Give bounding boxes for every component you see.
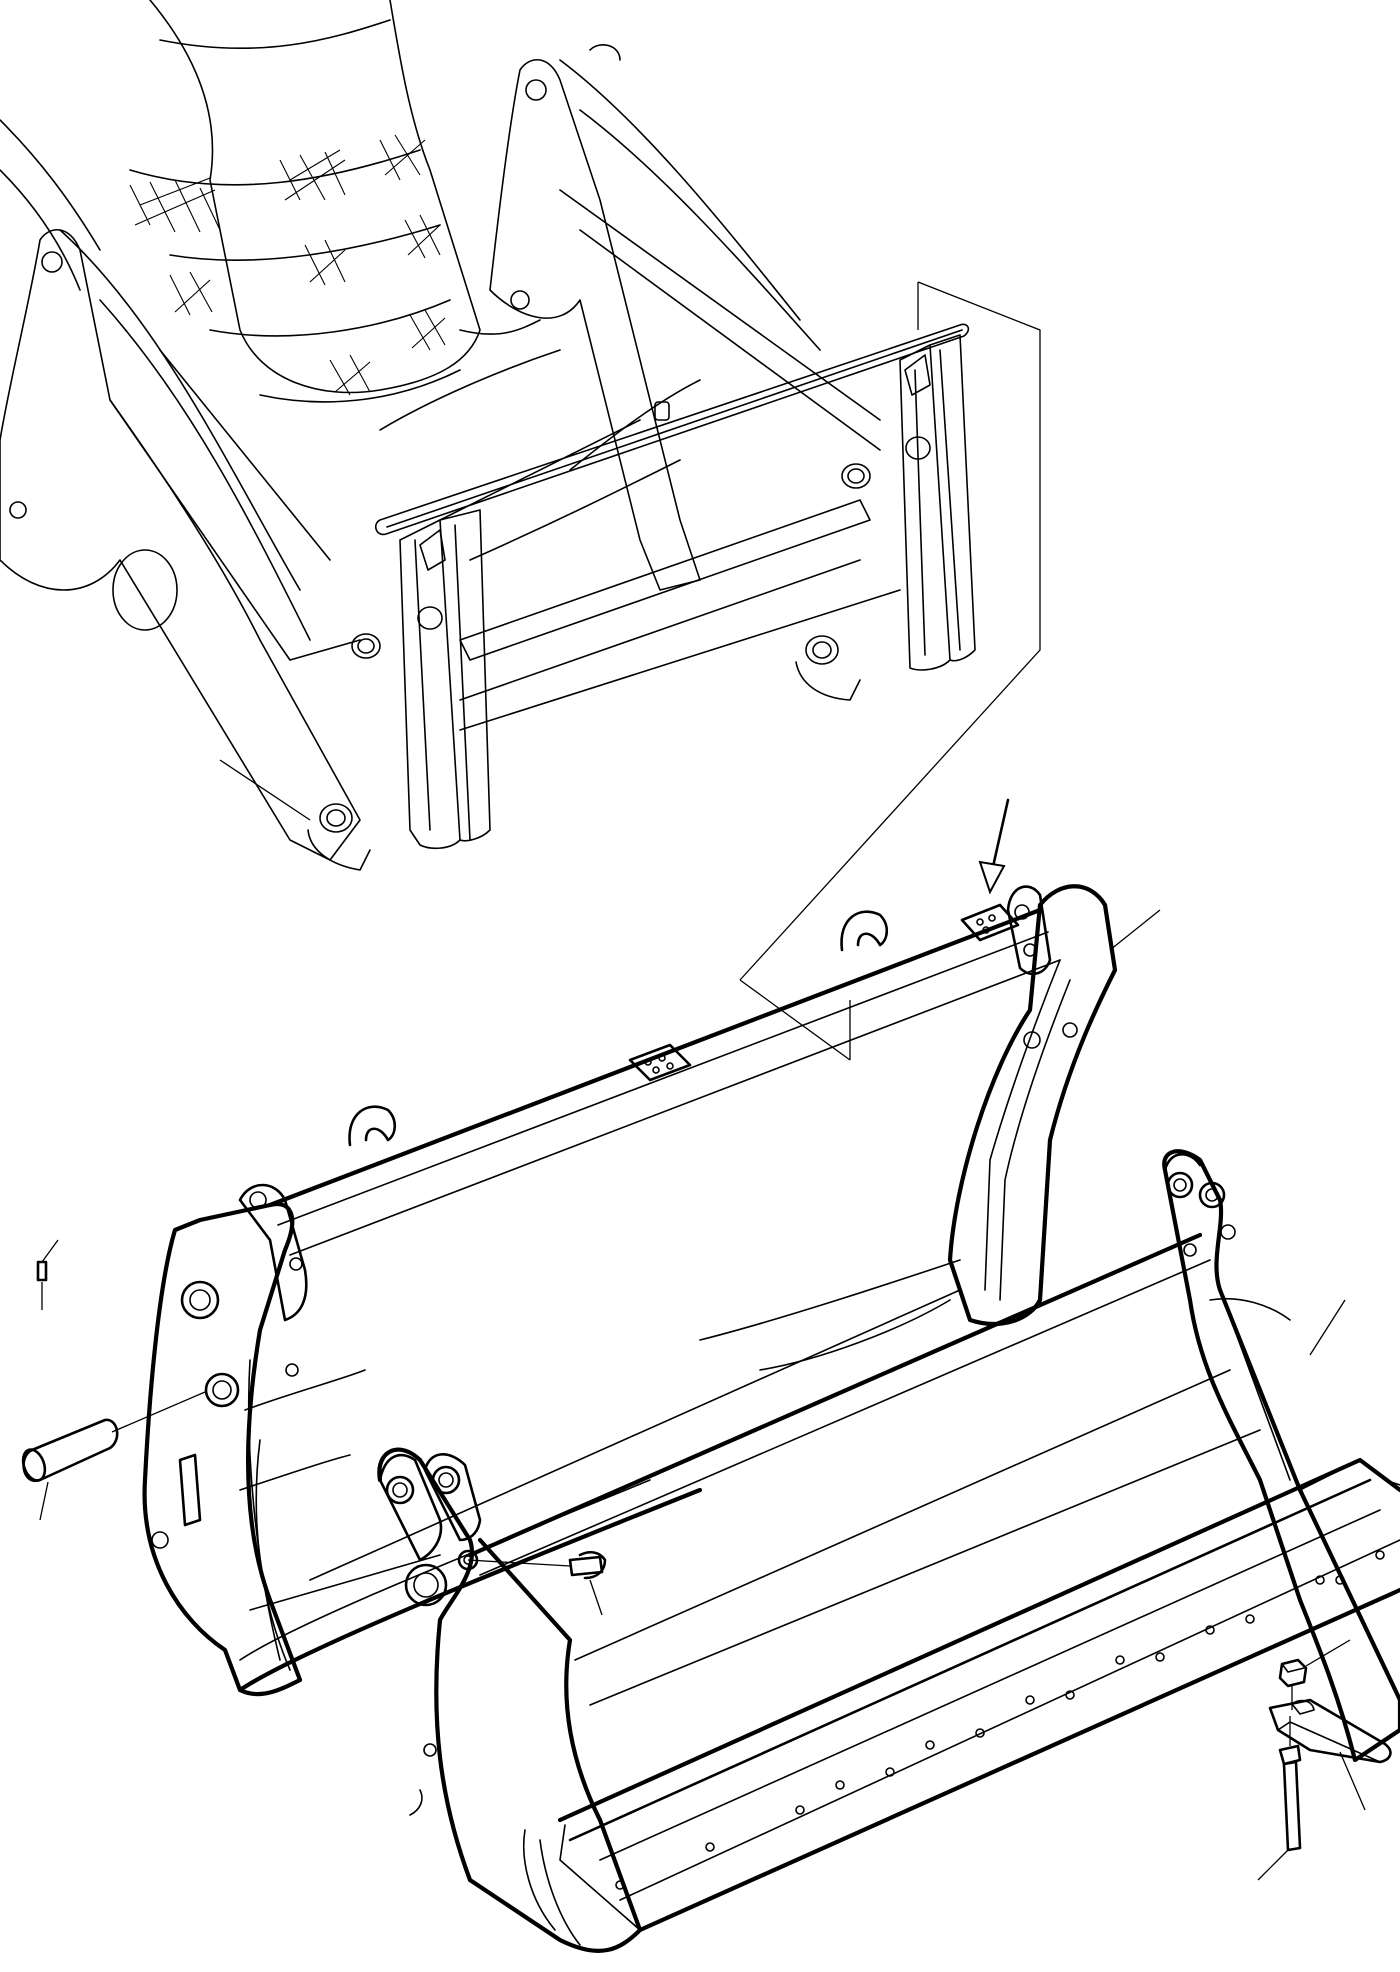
rear-hook-right [840, 910, 889, 952]
tooth-bolt [1278, 1744, 1302, 1766]
rear-hook-left [348, 1105, 397, 1147]
cutting-edge-bolt-holes [615, 1550, 1385, 1890]
rear-bucket-bottom [237, 1487, 703, 1693]
rear-bucket-left-side [142, 1201, 303, 1697]
left-lift-arm [0, 228, 361, 861]
machine-hood [149, 0, 481, 394]
roll-pin [36, 1260, 48, 1282]
rear-pad-right [960, 903, 1020, 942]
pivot-pin-set [21, 1239, 206, 1521]
detail-view-lines [219, 281, 1041, 1061]
rear-bucket-top-tube [267, 907, 1043, 1208]
bucket-tooth [1268, 1698, 1392, 1764]
coupler-lower-bar [459, 499, 871, 661]
rear-bucket [142, 798, 1161, 1697]
front-bucket-left-side [377, 1447, 643, 1953]
pivot-pin [22, 1418, 119, 1483]
tooth-nut [1278, 1658, 1308, 1688]
rear-pad-center [628, 1043, 692, 1082]
front-bucket-cutting-edge [557, 1457, 1400, 1823]
loader-arms-assembly [0, 0, 976, 871]
coupler-top-bar [374, 323, 970, 536]
grease-nipple [467, 1550, 607, 1616]
front-bucket [377, 1149, 1400, 1953]
bucket-tooth-set [1257, 1639, 1392, 1881]
front-bucket-right-side [1162, 1149, 1400, 1763]
rear-bucket-right-side [947, 884, 1118, 1326]
grille-hatching [129, 134, 446, 396]
front-bucket-back-wall [467, 1232, 1203, 1558]
right-lift-arm [489, 58, 701, 591]
